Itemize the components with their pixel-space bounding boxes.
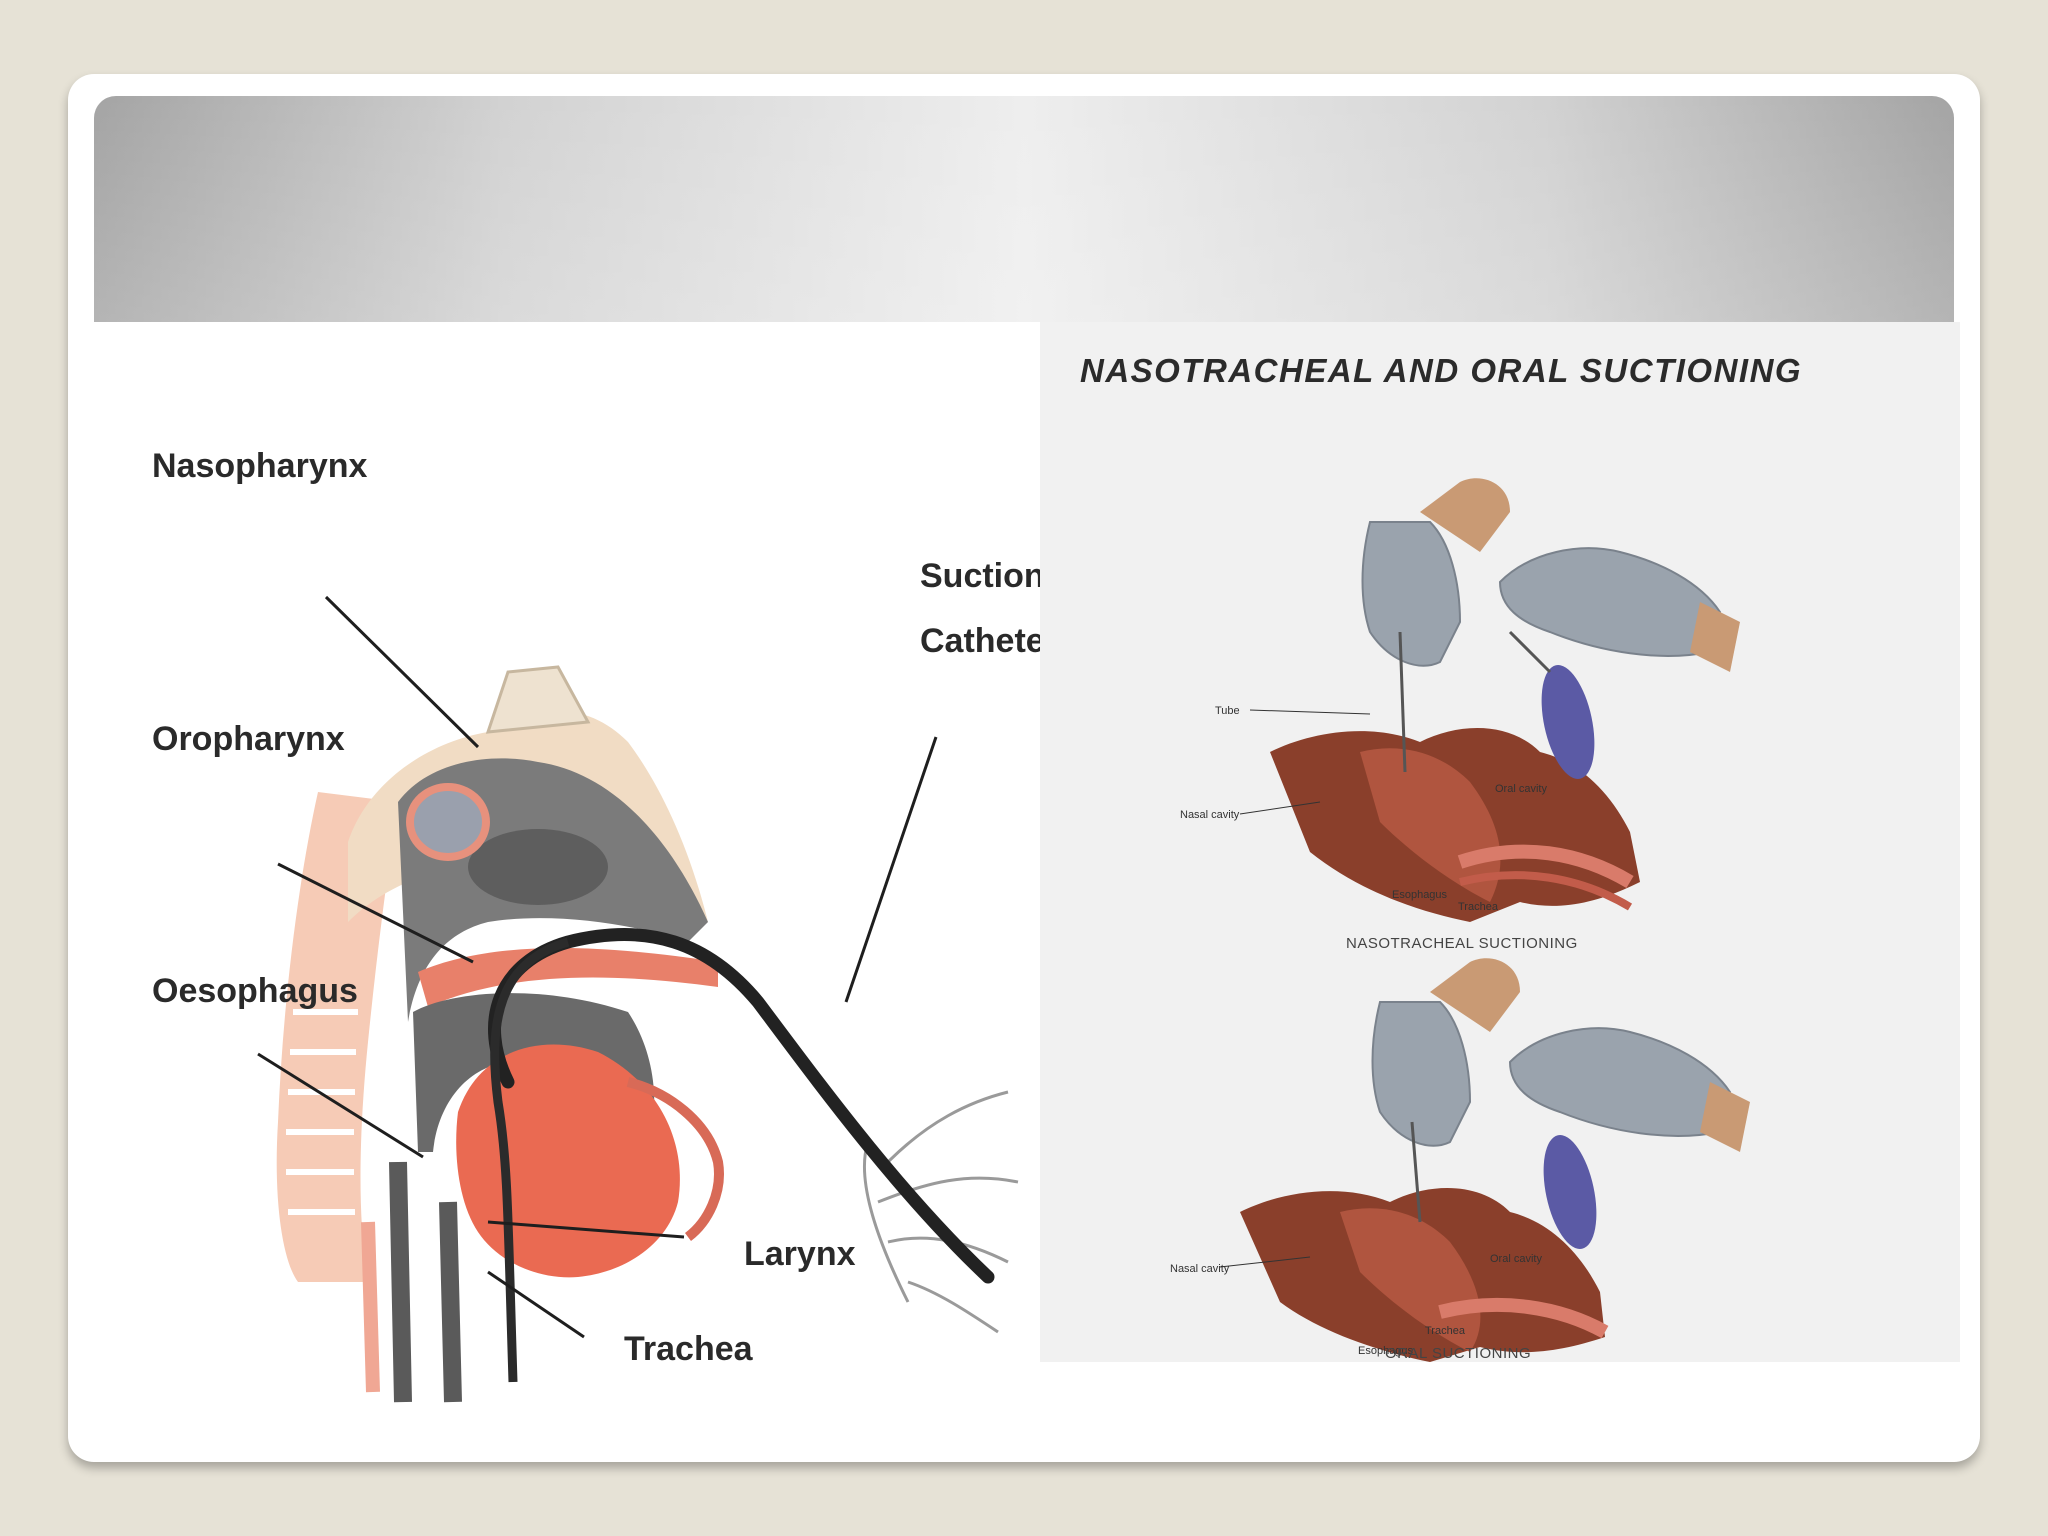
top-label-trachea: Trachea xyxy=(1458,901,1499,913)
glove-right-top xyxy=(1498,547,1722,657)
top-label-tube: Tube xyxy=(1215,705,1240,717)
bottom-label-oral-cavity: Oral cavity xyxy=(1490,1253,1542,1265)
slide: Nasopharynx Oropharynx Oesophagus Suctio… xyxy=(68,74,1980,1462)
oesophagus-tube xyxy=(361,1221,380,1393)
tube-top xyxy=(1398,631,1407,773)
leader-lines xyxy=(257,595,938,1339)
top-label-oral-cavity: Oral cavity xyxy=(1495,783,1547,795)
label-oropharynx: Oropharynx xyxy=(152,720,345,758)
suctioning-illustration: NASOTRACHEAL AND ORAL SUCTIONING Tube xyxy=(1080,352,1802,1362)
label-oesophagus: Oesophagus xyxy=(152,972,358,1010)
left-diagram-panel: Nasopharynx Oropharynx Oesophagus Suctio… xyxy=(68,322,1040,1432)
slide-title-bar xyxy=(94,96,1954,322)
label-larynx: Larynx xyxy=(744,1235,856,1273)
catheter-inside-path xyxy=(490,937,570,1383)
nasal-bone-shape xyxy=(485,665,591,734)
oral-scene: Nasal cavity Oral cavity Esophagus Trach… xyxy=(1170,958,1750,1362)
wrist-left-top xyxy=(1420,478,1510,552)
palate-shape xyxy=(418,948,718,1007)
label-catheter: Catheter xyxy=(920,622,1040,660)
label-trachea: Trachea xyxy=(624,1330,754,1368)
wrist-right-bottom xyxy=(1700,1082,1750,1152)
top-label-nasal-cavity: Nasal cavity xyxy=(1180,809,1240,821)
right-diagram-panel: NASOTRACHEAL AND ORAL SUCTIONING Tube xyxy=(1040,322,1960,1362)
bottom-caption: ORAL SUCTIONING xyxy=(1385,1345,1531,1362)
bottom-label-trachea: Trachea xyxy=(1425,1325,1466,1337)
hand-sketch xyxy=(862,1090,1019,1334)
bulb-tube-top xyxy=(1508,630,1552,674)
pharynx-shape xyxy=(413,993,655,1152)
trachea-tube xyxy=(389,1161,462,1403)
suctioning-title: NASOTRACHEAL AND ORAL SUCTIONING xyxy=(1080,352,1802,389)
head-cross-section-diagram: Nasopharynx Oropharynx Oesophagus Suctio… xyxy=(152,447,1040,1403)
bottom-label-nasal-cavity: Nasal cavity xyxy=(1170,1263,1230,1275)
top-caption: NASOTRACHEAL SUCTIONING xyxy=(1346,935,1578,952)
trachea-bottom xyxy=(1438,1298,1609,1339)
tube-bottom xyxy=(1410,1121,1422,1223)
top-label-esophagus: Esophagus xyxy=(1392,889,1448,901)
wrist-right-top xyxy=(1690,602,1740,672)
glove-left-bottom xyxy=(1371,1001,1472,1147)
glove-right-bottom xyxy=(1508,1027,1732,1137)
bottom-label-esophagus: Esophagus xyxy=(1358,1345,1414,1357)
glove-left-top xyxy=(1361,521,1462,667)
suction-bulb-top xyxy=(1541,665,1595,779)
trachea-top xyxy=(1457,844,1634,889)
wrist-left-bottom xyxy=(1430,958,1520,1032)
nasotracheal-scene: Tube Nasal cavity Oral cavity Esophagus … xyxy=(1180,478,1740,952)
lip-shape xyxy=(626,1077,724,1241)
suction-bulb-bottom xyxy=(1543,1135,1597,1249)
esophagus-top xyxy=(1459,871,1633,911)
turbinate-shape xyxy=(468,829,608,905)
neck-spine-shape xyxy=(276,792,398,1282)
label-nasopharynx: Nasopharynx xyxy=(152,447,367,485)
sinus-shape xyxy=(406,783,490,861)
label-suction: Suction xyxy=(920,557,1040,595)
